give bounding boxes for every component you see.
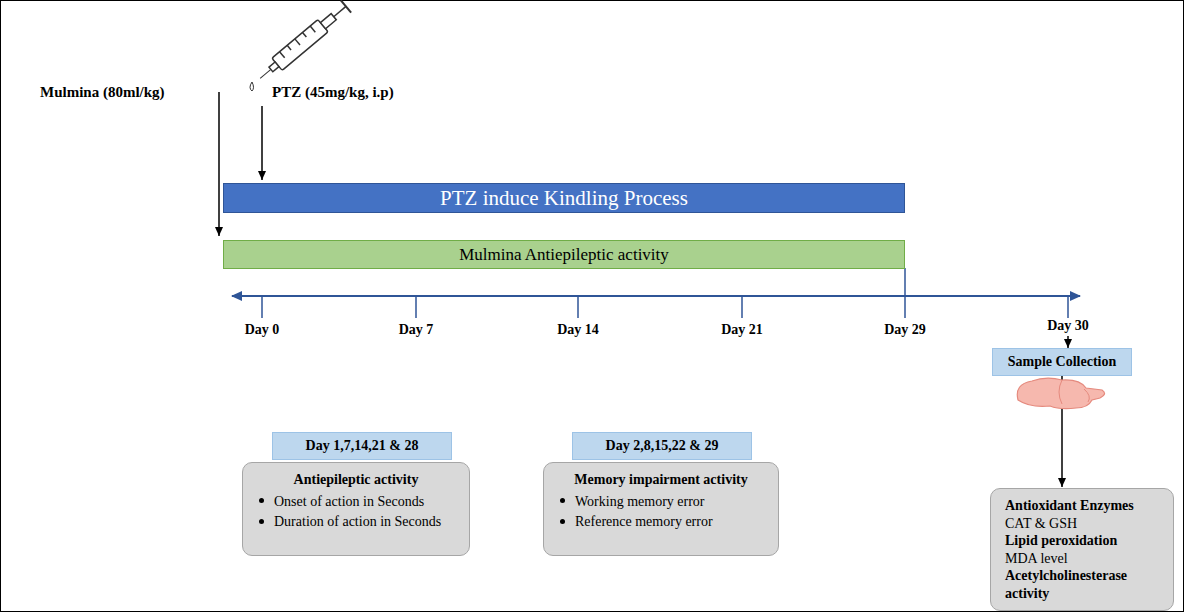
process-band: PTZ induce Kindling Process [223, 183, 905, 213]
day-tag: Day 2,8,15,22 & 29 [572, 432, 752, 460]
node-text: Mulmina Antiepileptic activity [459, 245, 669, 264]
node-text-line: Memory impairment activity [558, 471, 764, 489]
node-text: Antioxidant Enzymes [1005, 498, 1134, 513]
day-label: Day 21 [721, 322, 763, 338]
end-tick [904, 268, 906, 296]
node-text: Antiepileptic activity [294, 472, 419, 487]
brain-illustration [1017, 378, 1104, 408]
node-text-line: Day 1,7,14,21 & 28 [279, 437, 445, 455]
node-text-line: Working memory error [558, 493, 764, 511]
node-text-line: Reference memory error [558, 513, 764, 531]
day-tag: Day 1,7,14,21 & 28 [272, 432, 452, 460]
day-label: Day 0 [245, 322, 280, 338]
node-text-line: CAT & GSH [1005, 515, 1159, 533]
day-arrow [1067, 336, 1069, 348]
node-text: Acetylcholinesterase activity [1005, 568, 1127, 601]
node-text-line: Sample Collection [999, 353, 1125, 371]
node-text-line: Lipid peroxidation [1005, 532, 1159, 550]
bullet-dot [560, 519, 565, 524]
syringe-icon [255, 0, 351, 84]
node-text: Sample Collection [1008, 354, 1117, 369]
dose-label: PTZ (45mg/kg, i.p) [272, 84, 394, 101]
node-text-line: Acetylcholinesterase activity [1005, 567, 1159, 602]
node-text: Reference memory error [575, 514, 713, 529]
timeline-ticks [262, 296, 1068, 318]
node-text-line: PTZ induce Kindling Process [230, 185, 898, 211]
info-box: Antioxidant EnzymesCAT & GSH Lipid peroxi… [990, 488, 1174, 611]
node-text: Onset of action in Seconds [274, 494, 424, 509]
bullet-dot [259, 498, 264, 503]
day-label: Day 14 [557, 322, 599, 338]
process-band: Mulmina Antiepileptic activity [223, 240, 905, 269]
node-text: Working memory error [575, 494, 705, 509]
dose-arrow [218, 92, 220, 236]
node-text: PTZ induce Kindling Process [440, 186, 688, 210]
node-text-line: Antiepileptic activity [257, 471, 455, 489]
node-text: Memory impairment activity [574, 472, 747, 487]
node-text-line: Mulmina Antiepileptic activity [230, 244, 898, 265]
dose-label: Mulmina (80ml/kg) [40, 84, 165, 101]
info-box: Memory impairment activityWorking memory… [543, 462, 779, 556]
node-text: Day 1,7,14,21 & 28 [306, 438, 419, 453]
timeline-axis [232, 295, 1080, 297]
drop-icon [250, 82, 254, 91]
bullet-dot [259, 519, 264, 524]
dose-arrow [261, 106, 263, 180]
day-label: Day 30 [1047, 318, 1089, 334]
node-text: Duration of action in Seconds [274, 514, 441, 529]
day-label: Day 29 [884, 322, 926, 338]
info-box: Antiepileptic activityOnset of action in… [242, 462, 470, 556]
node-text-line: Antioxidant Enzymes [1005, 497, 1159, 515]
node-text-line: Onset of action in Seconds [257, 493, 455, 511]
node-text-line: Day 2,8,15,22 & 29 [579, 437, 745, 455]
day-tag: Sample Collection [992, 348, 1132, 376]
node-text-line: Duration of action in Seconds [257, 513, 455, 531]
bullet-dot [560, 498, 565, 503]
node-text: Day 2,8,15,22 & 29 [606, 438, 719, 453]
node-text: CAT & GSH [1005, 516, 1077, 531]
node-text-line: MDA level [1005, 550, 1159, 568]
node-text: MDA level [1005, 551, 1068, 566]
day-label: Day 7 [399, 322, 434, 338]
node-text: Lipid peroxidation [1005, 533, 1117, 548]
